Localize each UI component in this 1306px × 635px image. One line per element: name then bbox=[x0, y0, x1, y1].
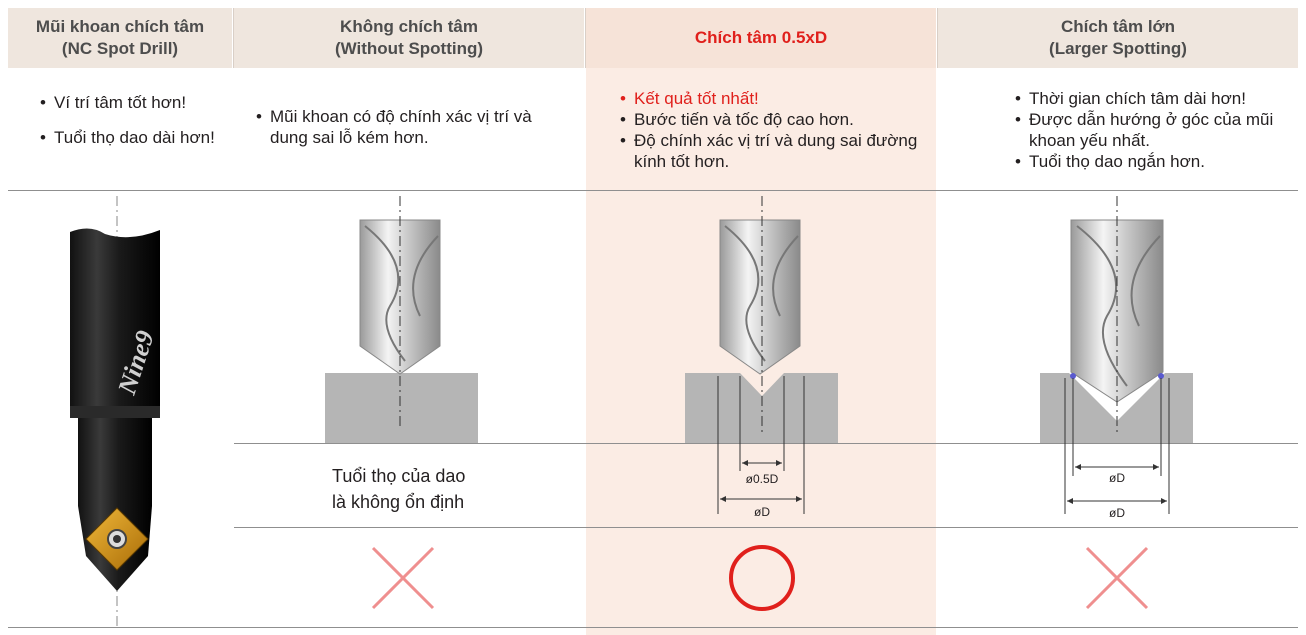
header-larger-spotting: Chích tâm lớn (Larger Spotting) bbox=[938, 8, 1298, 68]
bullets-nc-spot-drill: Ví trí tâm tốt hơn! Tuổi thọ dao dài hơn… bbox=[40, 92, 230, 148]
bullet-item: Thời gian chích tâm dài hơn! bbox=[1015, 88, 1305, 109]
tool-life-note: Tuổi thọ của dao là không ổn định bbox=[332, 463, 465, 515]
header-title: Mũi khoan chích tâm bbox=[35, 17, 205, 36]
header-subtitle: (NC Spot Drill) bbox=[61, 39, 179, 58]
dimension-lines bbox=[717, 376, 805, 514]
note-line: là không ổn định bbox=[332, 492, 465, 512]
dimension-label-outer: øD bbox=[754, 505, 770, 519]
row-divider bbox=[8, 627, 1298, 628]
drill-half-d-spotting-illustration: ø0.5D øD bbox=[685, 196, 838, 519]
bullets-spotting-half-d: Kết quả tốt nhất! Bước tiến và tốc độ ca… bbox=[620, 88, 932, 172]
header-title: Chích tâm 0.5xD bbox=[694, 28, 828, 47]
dimension-label-inner: ø0.5D bbox=[746, 472, 779, 486]
bullet-item: Ví trí tâm tốt hơn! bbox=[40, 92, 230, 113]
workpiece-block bbox=[325, 373, 478, 443]
bullets-without-spotting: Mũi khoan có độ chính xác vị trí và dung… bbox=[256, 106, 556, 148]
header-subtitle: (Larger Spotting) bbox=[1049, 39, 1187, 58]
bullet-item: Bước tiến và tốc độ cao hơn. bbox=[620, 109, 932, 130]
column-divider bbox=[937, 8, 938, 68]
bullet-item: Tuổi thọ dao ngắn hơn. bbox=[1015, 151, 1305, 172]
bullet-item: Mũi khoan có độ chính xác vị trí và dung… bbox=[256, 106, 556, 148]
header-title: Chích tâm lớn bbox=[1060, 17, 1176, 36]
header-title: Không chích tâm bbox=[340, 17, 478, 36]
dimension-label-inner: øD bbox=[1109, 471, 1125, 485]
spot-drill-tool-illustration: Nine9 bbox=[70, 196, 160, 626]
drill-bit-icon bbox=[719, 219, 801, 375]
header-without-spotting: Không chích tâm (Without Spotting) bbox=[234, 8, 584, 68]
result-cross-icon bbox=[1085, 546, 1149, 610]
bullet-item: Được dẫn hướng ở góc của mũi khoan yếu n… bbox=[1015, 109, 1305, 151]
drill-without-spotting-illustration bbox=[325, 196, 478, 443]
header-spotting-half-d: Chích tâm 0.5xD bbox=[586, 8, 936, 68]
drill-larger-spotting-illustration: øD øD bbox=[1040, 196, 1193, 520]
result-cross-icon bbox=[371, 546, 435, 610]
row-divider bbox=[234, 443, 1298, 444]
dimension-lines bbox=[1064, 378, 1170, 514]
header-nc-spot-drill: Mũi khoan chích tâm (NC Spot Drill) bbox=[8, 8, 232, 68]
column-divider bbox=[233, 8, 234, 68]
column-divider bbox=[585, 8, 586, 68]
header-subtitle: (Without Spotting) bbox=[334, 39, 484, 58]
row-divider bbox=[8, 190, 1298, 191]
bullet-item-highlight: Kết quả tốt nhất! bbox=[620, 88, 932, 109]
bullet-item: Tuổi thọ dao dài hơn! bbox=[40, 127, 230, 148]
dimension-label-outer: øD bbox=[1109, 506, 1125, 520]
insert-icon bbox=[85, 507, 149, 571]
note-line: Tuổi thọ của dao bbox=[332, 466, 466, 486]
bullet-item: Độ chính xác vị trí và dung sai đường kí… bbox=[620, 130, 932, 172]
bullets-larger-spotting: Thời gian chích tâm dài hơn! Được dẫn hư… bbox=[1015, 88, 1305, 172]
result-circle-icon bbox=[729, 545, 795, 611]
row-divider bbox=[234, 527, 1298, 528]
